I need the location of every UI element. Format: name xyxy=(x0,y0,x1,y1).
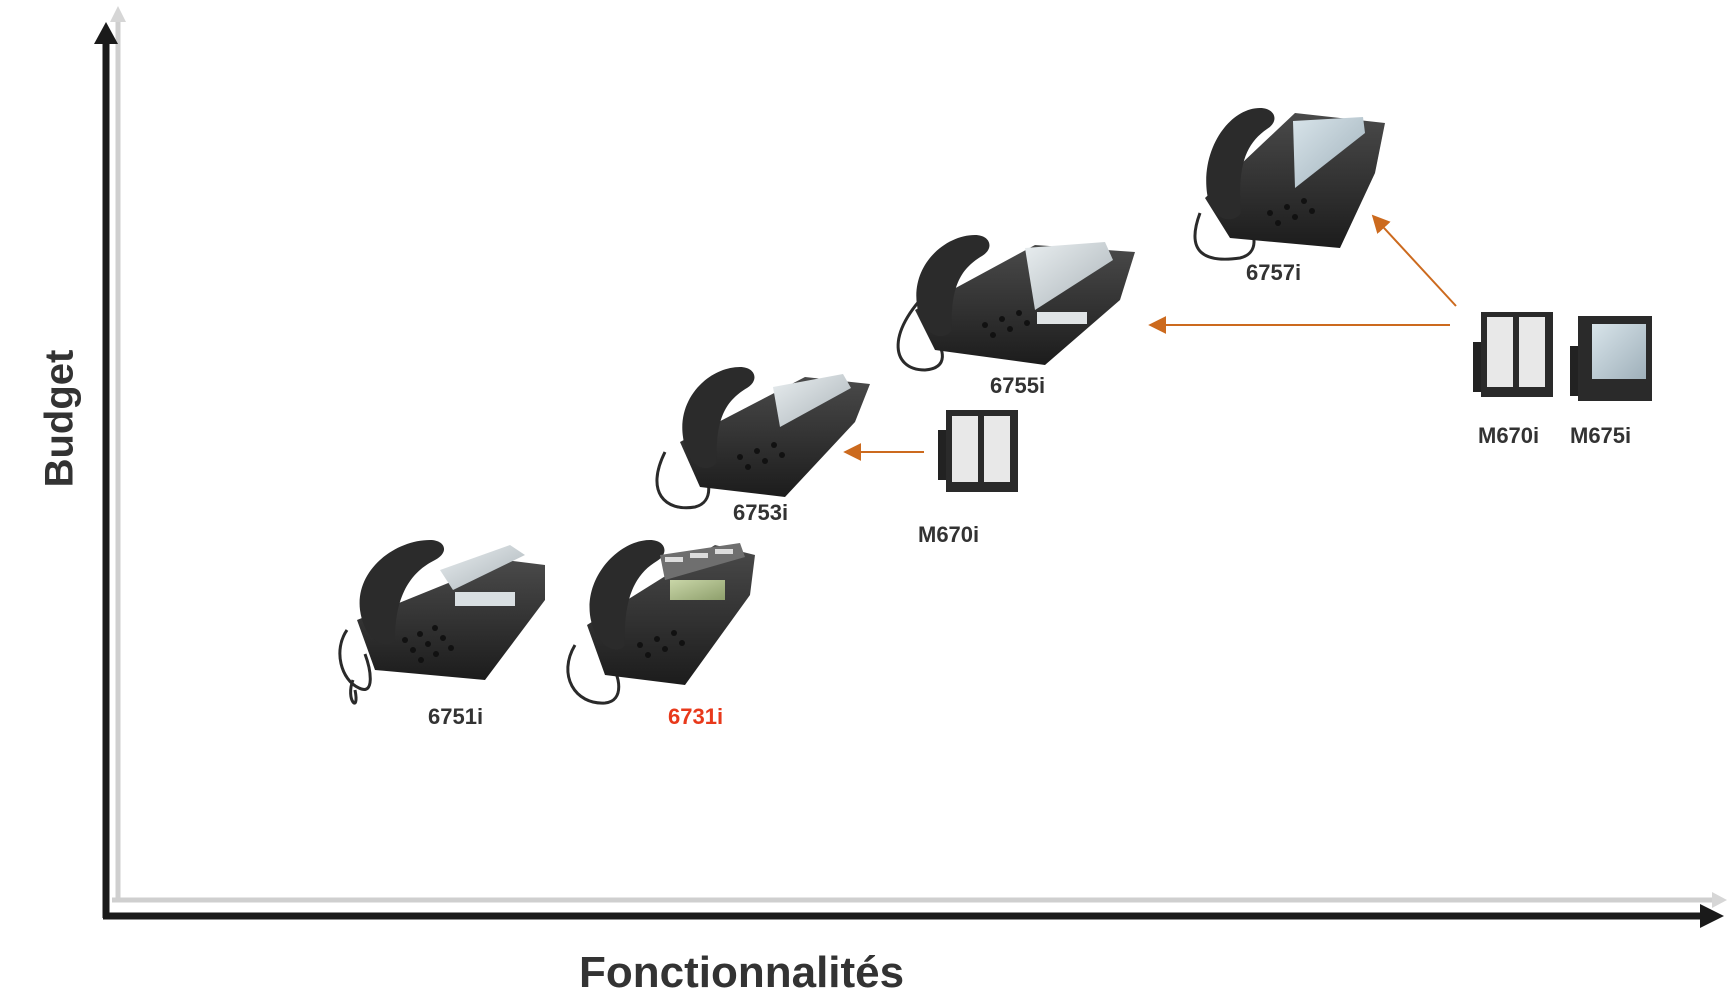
label-6755i: 6755i xyxy=(990,373,1046,398)
x-axis-title: Fonctionnalités xyxy=(579,948,905,997)
connector-arrows xyxy=(843,214,1457,461)
phone-6755i xyxy=(896,235,1135,372)
phone-6751i xyxy=(338,540,545,705)
phone-6731i xyxy=(566,540,755,705)
shadow-axes xyxy=(110,6,1727,908)
module-m670i-right xyxy=(1473,312,1553,397)
label-m675i: M675i xyxy=(1570,423,1632,448)
label-m670i-mid: M670i xyxy=(918,522,980,547)
x-axis-arrowhead xyxy=(1700,904,1724,928)
arrow-modules-to-6757i xyxy=(1371,214,1457,307)
y-axis-title: Budget xyxy=(37,349,82,488)
label-m670i-right: M670i xyxy=(1478,423,1540,448)
label-6757i: 6757i xyxy=(1246,260,1302,285)
phone-6757i xyxy=(1193,108,1385,261)
label-6731i: 6731i xyxy=(668,704,724,729)
phone-6753i xyxy=(655,367,870,510)
label-6753i: 6753i xyxy=(733,500,789,525)
label-6751i: 6751i xyxy=(428,704,484,729)
y-axis-arrowhead xyxy=(94,22,118,44)
module-m670i-mid xyxy=(938,410,1018,492)
main-axes xyxy=(94,22,1724,928)
module-m675i xyxy=(1570,316,1652,401)
